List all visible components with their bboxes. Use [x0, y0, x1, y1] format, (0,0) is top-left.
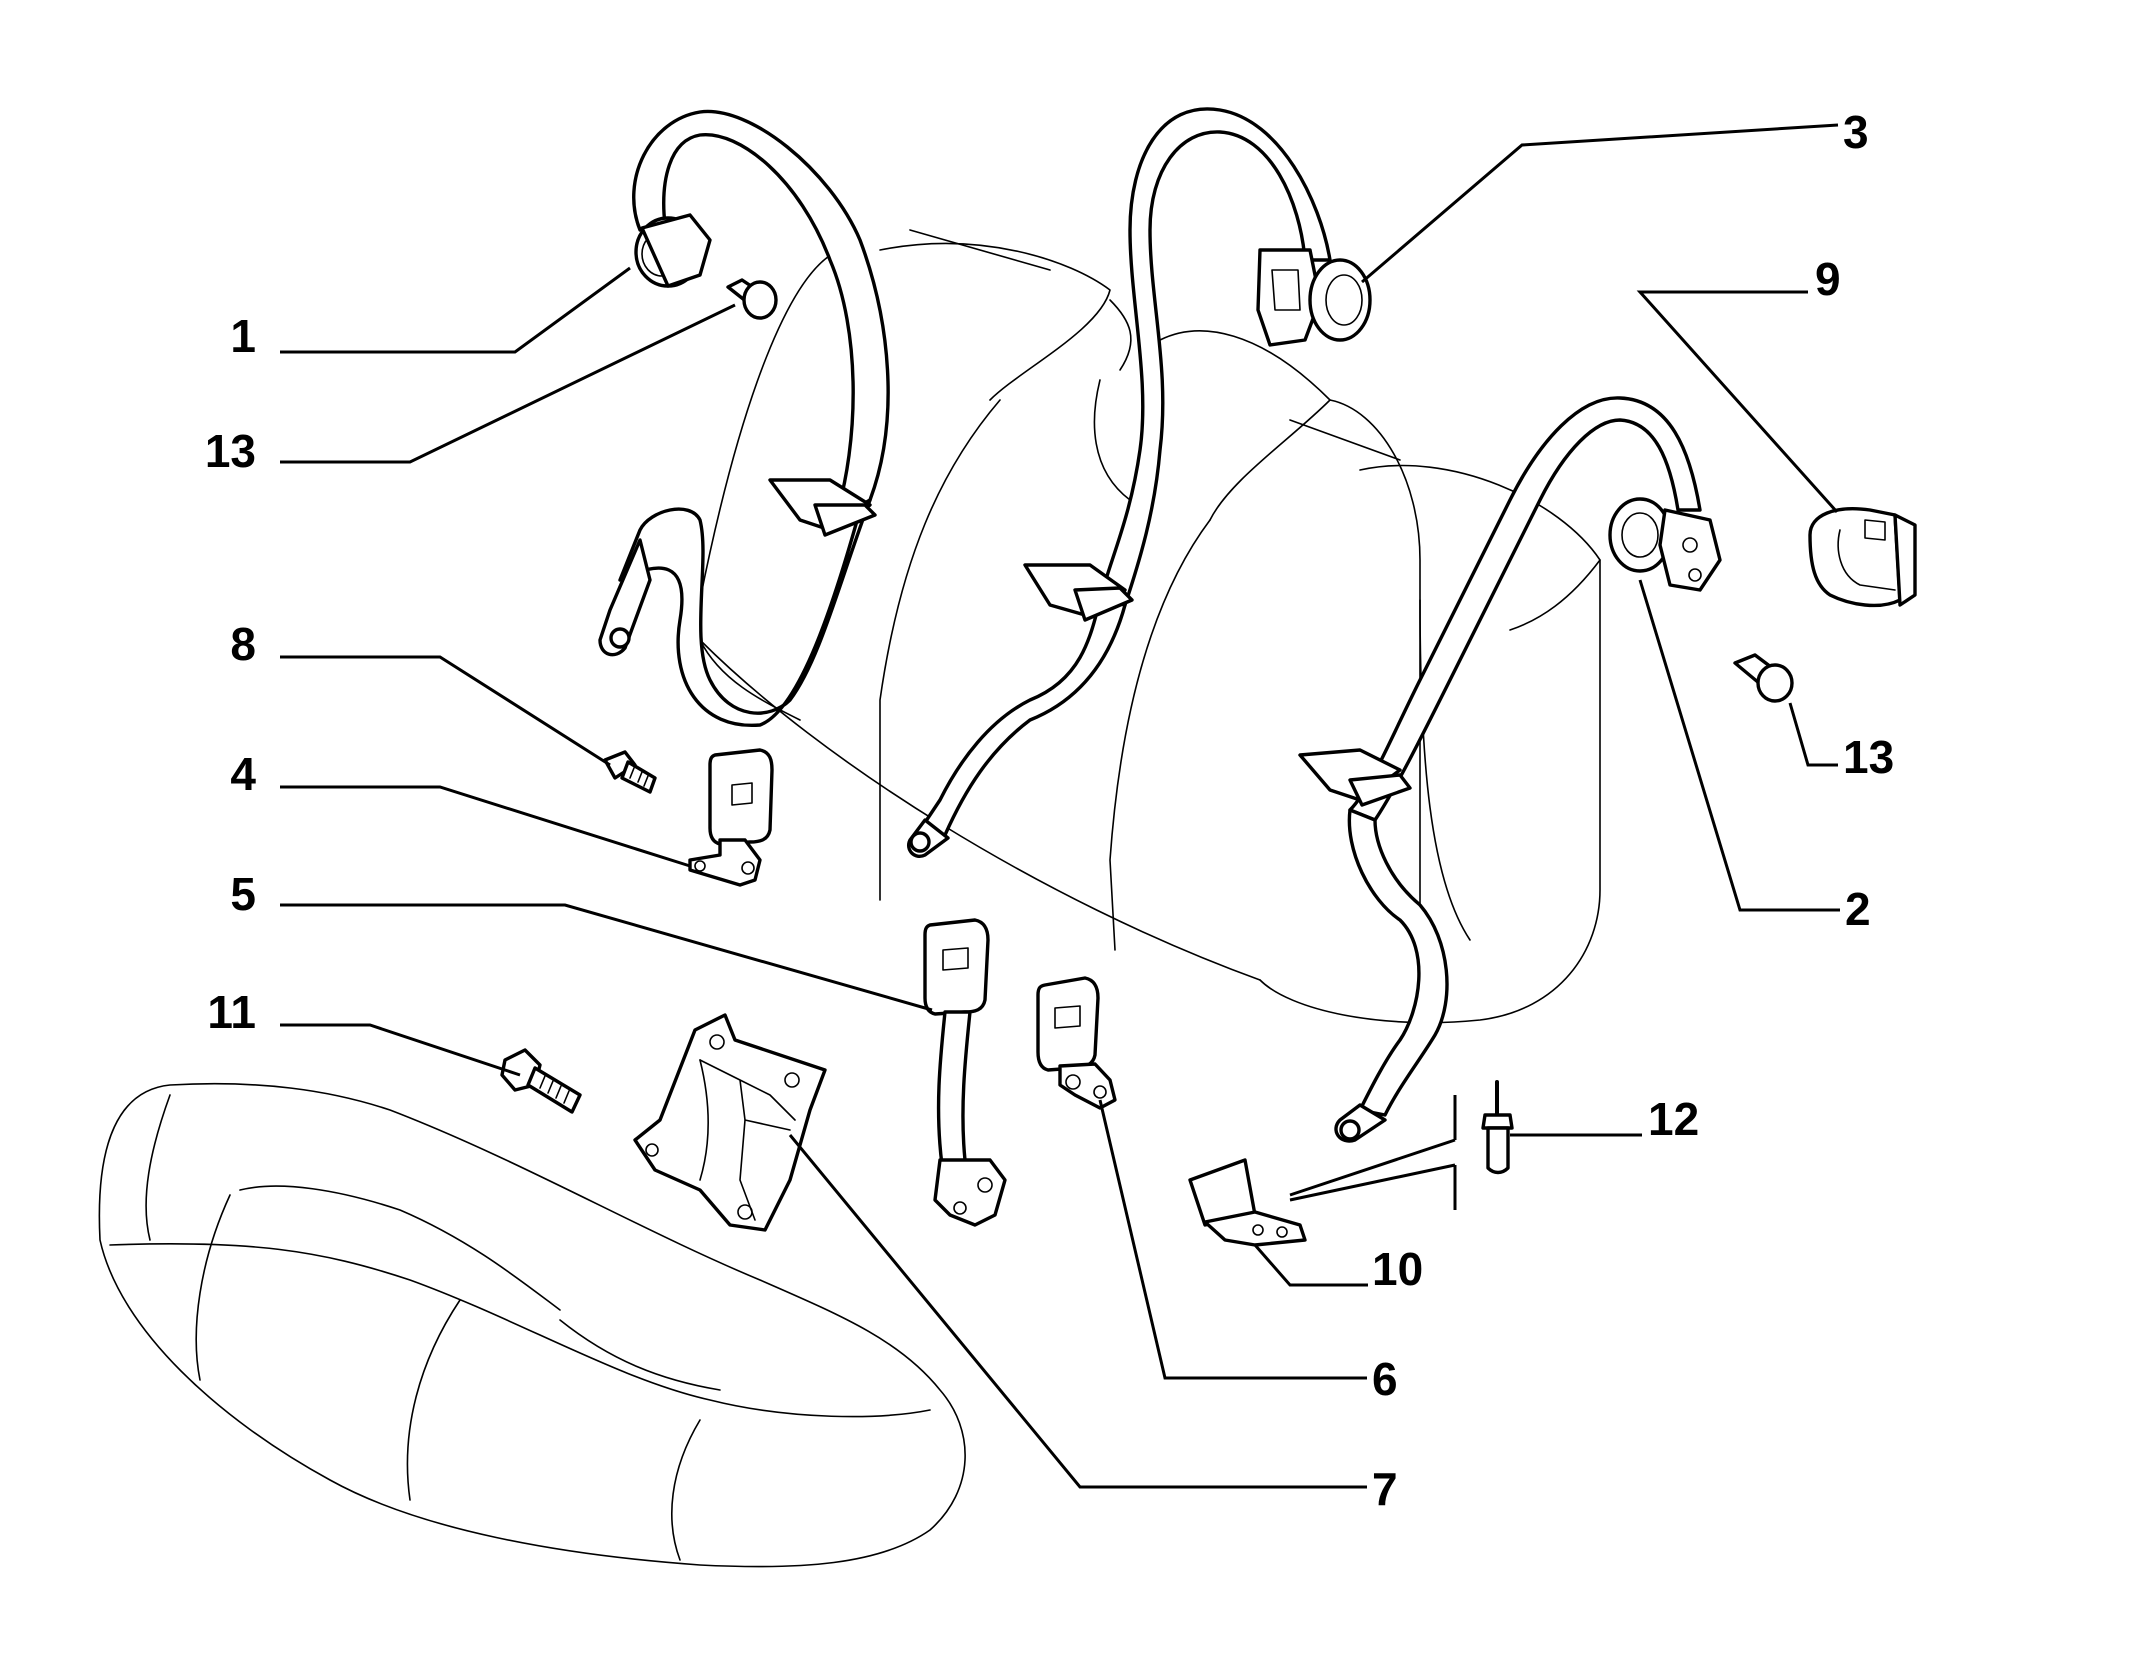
- callout-labels: 1 2 3 4 5 6 7 8 9 10 11 12 13 13: [205, 106, 1894, 1515]
- seat-belt-buckle-left: [688, 748, 774, 887]
- callout-13-upper: 13: [205, 425, 256, 477]
- retaining-pin: [1481, 1080, 1514, 1175]
- centre-seat-belt-retractor: [907, 107, 1372, 858]
- callout-11: 11: [207, 986, 256, 1038]
- right-seat-belt-retractor: [1298, 396, 1722, 1143]
- callout-3: 3: [1843, 106, 1869, 158]
- anchor-bracket-plate: [633, 1013, 827, 1232]
- leader-lines: [280, 123, 1840, 1489]
- callout-8: 8: [230, 618, 256, 670]
- seat-belt-buckle-right: [1036, 976, 1117, 1110]
- bolt-right: [1733, 653, 1794, 703]
- callout-2: 2: [1845, 883, 1871, 935]
- callout-10: 10: [1372, 1243, 1423, 1295]
- rear-seat-cushion: [98, 1082, 966, 1568]
- callout-4: 4: [230, 748, 256, 800]
- seat-belt-buckle-strap: [923, 918, 1007, 1227]
- long-bolt: [500, 1048, 582, 1114]
- callout-1: 1: [230, 310, 256, 362]
- callout-7: 7: [1372, 1463, 1398, 1515]
- rear-seat-backrest: [699, 229, 1601, 1024]
- left-seat-belt-retractor: [598, 109, 890, 727]
- callout-9: 9: [1815, 253, 1841, 305]
- bolt-upper-left: [726, 278, 778, 320]
- callout-6: 6: [1372, 1353, 1398, 1405]
- callout-12: 12: [1648, 1093, 1699, 1145]
- callout-5: 5: [230, 868, 256, 920]
- small-mounting-bracket: [1188, 1158, 1307, 1247]
- retractor-cover-cap: [1808, 507, 1917, 608]
- callout-13-right: 13: [1843, 731, 1894, 783]
- bolt-buckle-mount: [603, 750, 657, 794]
